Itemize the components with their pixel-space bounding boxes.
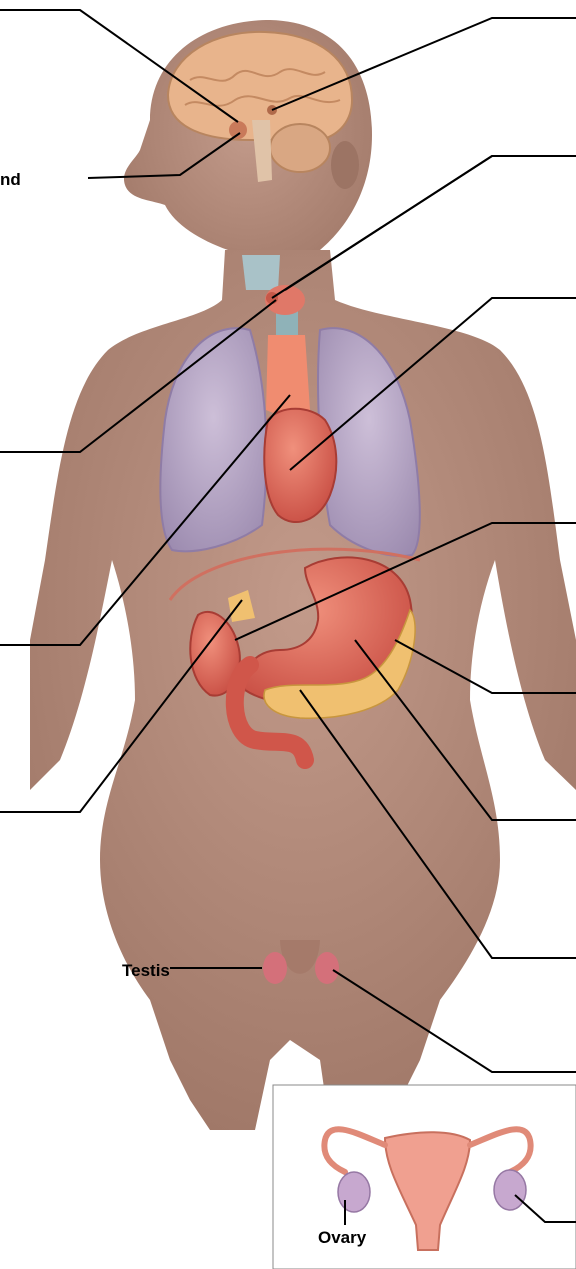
gland-label-fragment: nd — [0, 170, 21, 190]
testis-left — [263, 952, 287, 984]
ovary-left — [338, 1172, 370, 1212]
ovary-right — [494, 1170, 526, 1210]
heart — [264, 409, 336, 522]
cerebellum — [270, 124, 330, 172]
pituitary-gland — [229, 121, 247, 139]
thymus — [266, 335, 310, 420]
ovary-label: Ovary — [318, 1228, 366, 1248]
ear — [331, 141, 359, 189]
larynx — [242, 255, 280, 290]
testis-label: Testis — [122, 961, 170, 981]
testis-right — [315, 952, 339, 984]
